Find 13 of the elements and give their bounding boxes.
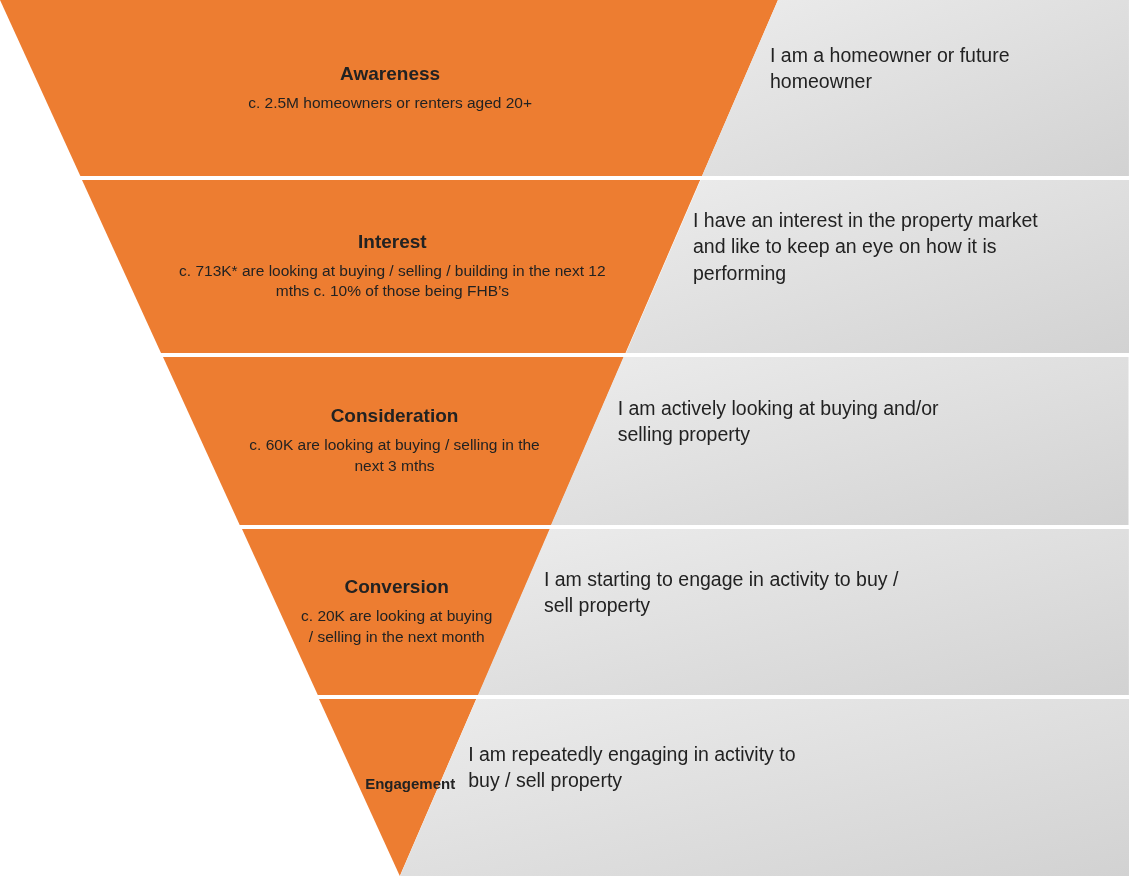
stage-description: c. 2.5M homeowners or renters aged 20+	[247, 92, 534, 113]
stage-description: c. 20K are looking at buying / selling in the next month	[300, 606, 494, 647]
stage-heading: Interest	[357, 230, 428, 253]
stage-heading: Conversion	[343, 576, 450, 598]
stage-description: c. 60K are looking at buying / selling in the next 3 mths	[248, 435, 541, 476]
stage-heading: Consideration	[329, 405, 460, 427]
statement-text: I am repeatedly engaging in activity to buy / sell property	[468, 742, 797, 794]
statement-text: I have an interest in the property market and like to keep an eye on how it is performing	[693, 208, 1039, 286]
stage-description: c. 713K* are looking at buying / selling / building in the next 12 mths c. 10% of those being FHB’s	[178, 260, 607, 302]
stage-heading: Awareness	[339, 62, 442, 85]
statement-text: I am starting to engage in activity to buy / sell property	[543, 566, 900, 618]
statement-text: I am a homeowner or future homeowner	[770, 42, 1011, 94]
statement-text: I am actively looking at buying and/or selling property	[617, 395, 940, 447]
